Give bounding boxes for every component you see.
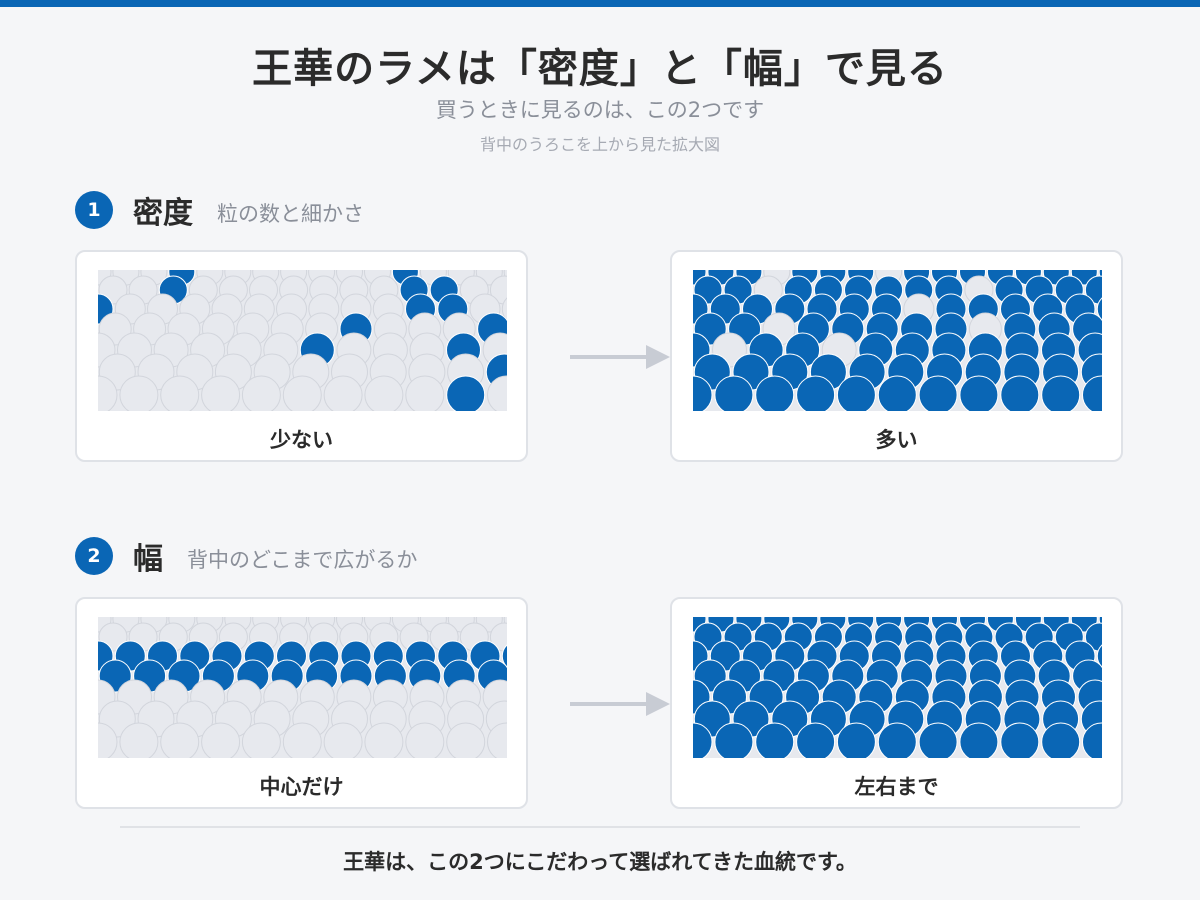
section-density-header: 1 密度 粒の数と細かさ	[75, 190, 364, 231]
scale-circle	[98, 617, 112, 633]
scale-circle	[693, 722, 713, 758]
footer-message: 王華は、この2つにこだわって選ばれてきた血統です。	[343, 850, 857, 874]
scale-circle	[1000, 722, 1040, 758]
scale-circle	[282, 375, 322, 411]
footer-divider	[120, 826, 1080, 828]
page-caption: 背中のうろこを上から見た拡大図	[479, 135, 720, 154]
scale-circle	[98, 375, 118, 411]
scale-circle	[501, 297, 507, 321]
scale-circle	[364, 722, 404, 758]
scale-circle	[755, 375, 795, 411]
arrow-right-icon	[570, 692, 670, 716]
scale-circle	[1041, 375, 1081, 411]
scale-circle	[1082, 722, 1102, 758]
scale-circle	[918, 375, 958, 411]
page-subtitle: 買うときに見るのは、この2つです	[435, 98, 765, 122]
scale-circle	[714, 375, 754, 411]
width-center-label: 中心だけ	[259, 775, 344, 799]
scale-circle	[693, 270, 707, 286]
page-title: 王華のラメは「密度」と「幅」で見る	[252, 46, 948, 92]
density-high-scale-pattern	[693, 270, 1102, 411]
density-low-scale-pattern	[98, 270, 507, 411]
scale-circle	[693, 375, 713, 411]
density-high-card: 多い	[670, 250, 1123, 462]
section-number-badge: 1	[75, 191, 113, 229]
scale-circle	[241, 375, 281, 411]
scale-circle	[1041, 722, 1081, 758]
scale-circle	[959, 722, 999, 758]
scale-circle	[446, 722, 486, 758]
scale-circle	[160, 722, 200, 758]
scale-circle	[364, 375, 404, 411]
density-low-label: 少ない	[270, 428, 333, 452]
scale-circle	[693, 617, 707, 633]
scale-circle	[1096, 644, 1102, 668]
width-center-card: 中心だけ	[75, 597, 528, 809]
scale-circle	[1000, 375, 1040, 411]
scale-circle	[501, 644, 507, 668]
scale-circle	[405, 722, 445, 758]
scale-circle	[714, 722, 754, 758]
density-high-label: 多い	[875, 428, 918, 452]
scale-circle	[1082, 375, 1102, 411]
width-full-label: 左右まで	[854, 775, 939, 799]
scale-circle	[98, 722, 118, 758]
scale-circle	[160, 375, 200, 411]
width-full-scales	[693, 617, 1102, 758]
top-accent-bar	[0, 0, 1200, 7]
scale-circle	[1096, 297, 1102, 321]
scale-circle	[119, 722, 159, 758]
scale-circle	[282, 722, 322, 758]
scale-circle	[487, 722, 507, 758]
density-low-scales	[98, 270, 507, 411]
section-width-header: 2 幅 背中のどこまで広がるか	[75, 536, 418, 577]
section-number-badge: 2	[75, 537, 113, 575]
scale-circle	[323, 375, 363, 411]
width-center-scales	[98, 617, 507, 758]
scale-circle	[796, 722, 836, 758]
scale-circle	[877, 375, 917, 411]
section-subtitle: 背中のどこまで広がるか	[187, 548, 418, 572]
scale-circle	[446, 375, 486, 411]
width-full-scale-pattern	[693, 617, 1102, 758]
arrow-right-icon	[570, 345, 670, 369]
scale-circle	[796, 375, 836, 411]
scale-circle	[918, 722, 958, 758]
scale-circle	[201, 722, 241, 758]
section-title: 幅	[133, 542, 163, 577]
scale-circle	[836, 375, 876, 411]
section-title: 密度	[133, 196, 193, 231]
scale-circle	[119, 375, 159, 411]
density-low-card: 少ない	[75, 250, 528, 462]
section-subtitle: 粒の数と細かさ	[217, 202, 364, 226]
scale-circle	[405, 375, 445, 411]
scale-circle	[487, 375, 507, 411]
scale-circle	[323, 722, 363, 758]
width-center-scale-pattern	[98, 617, 507, 758]
scale-circle	[201, 375, 241, 411]
scale-circle	[98, 270, 112, 286]
scale-circle	[755, 722, 795, 758]
scale-circle	[877, 722, 917, 758]
scale-circle	[959, 375, 999, 411]
scale-circle	[241, 722, 281, 758]
width-full-card: 左右まで	[670, 597, 1123, 809]
scale-circle	[836, 722, 876, 758]
density-high-scales	[693, 270, 1102, 411]
